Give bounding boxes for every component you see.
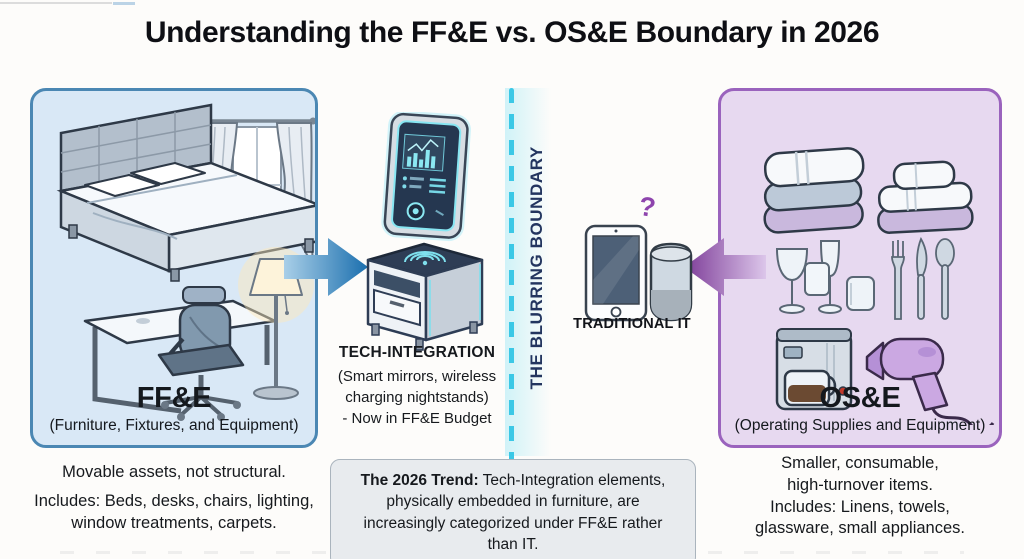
tablet-icon (584, 224, 648, 322)
ose-illustration (763, 147, 995, 425)
coffee-maker-icon (775, 328, 853, 411)
trend-lead: The 2026 Trend: (360, 472, 479, 489)
smart-speaker-icon (649, 242, 693, 322)
ose-description: Smaller, consumable, high-turnover items… (754, 454, 965, 538)
crop-artifact-top (0, 2, 112, 4)
office-chair-icon (157, 286, 245, 421)
boundary-label: THE BLURRING BOUNDARY (527, 146, 546, 390)
ffe-illustration (56, 103, 315, 421)
bed-icon (56, 103, 315, 282)
ose-label-block: OS&E (Operating Supplies and Equipment) (721, 382, 999, 435)
ffe-label-block: FF&E (Furniture, Fixtures, and Equipment… (33, 382, 315, 435)
traditional-it-label: TRADITIONAL IT (573, 316, 691, 332)
cutlery-icon (891, 236, 955, 320)
hair-dryer-icon (865, 337, 995, 425)
towels-stack-icon-2 (877, 160, 974, 234)
ffe-description: Movable assets, not structural. Includes… (34, 463, 314, 532)
question-mark: ? (637, 191, 658, 224)
page-title: Understanding the FF&E vs. OS&E Boundary… (144, 16, 880, 49)
smart-mirror-icon (381, 112, 471, 242)
tech-integration-block: TECH-INTEGRATION (Smart mirrors, wireles… (326, 344, 508, 429)
trend-body: Tech-Integration elements, physically em… (363, 472, 666, 554)
tech-illustration (366, 112, 484, 351)
tech-integration-heading: TECH-INTEGRATION (338, 344, 496, 361)
glassware-icon (775, 240, 875, 314)
ffe-subheading: (Furniture, Fixtures, and Equipment) (49, 417, 299, 434)
nightstand-icon (366, 242, 484, 351)
towels-stack-icon (763, 147, 865, 234)
ffe-panel: FF&E (Furniture, Fixtures, and Equipment… (30, 88, 318, 448)
arrow-right-icon (284, 238, 368, 296)
crop-artifact-top-blue (113, 2, 135, 5)
ose-heading: OS&E (819, 382, 901, 414)
arrow-left-icon (684, 238, 766, 296)
ffe-heading: FF&E (136, 382, 212, 414)
trend-box: The 2026 Trend: Tech-Integration element… (330, 459, 696, 559)
boundary-dashed-line (509, 88, 514, 462)
ose-subheading: (Operating Supplies and Equipment) (734, 417, 986, 434)
